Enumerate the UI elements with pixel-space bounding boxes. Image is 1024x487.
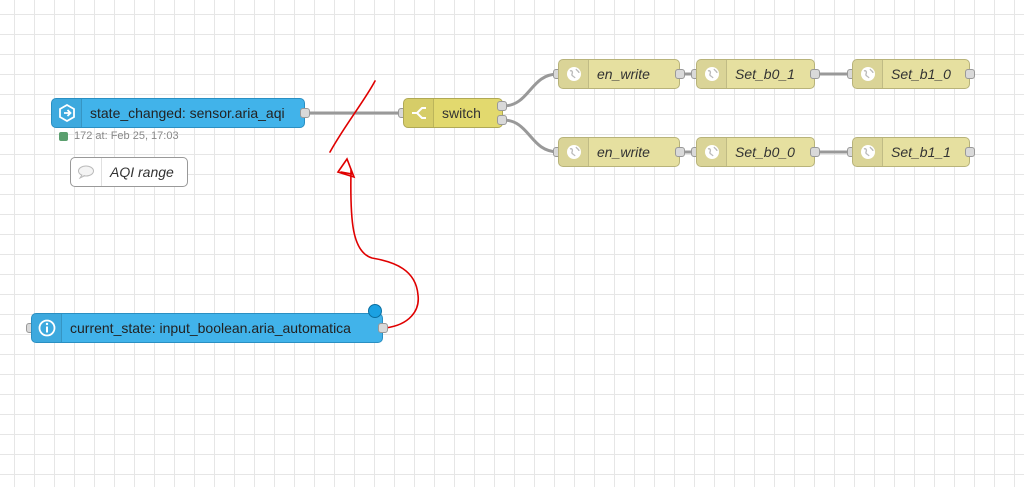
- output-port[interactable]: [965, 147, 975, 157]
- node-label: Set_b0_0: [735, 144, 795, 160]
- en-write-node-top[interactable]: en_write: [558, 59, 680, 89]
- globe-icon: [559, 138, 589, 166]
- node-label: state_changed: sensor.aria_aqi: [90, 105, 285, 121]
- output-port[interactable]: [965, 69, 975, 79]
- node-label: Set_b1_0: [891, 66, 951, 82]
- node-label: current_state: input_boolean.aria_automa…: [70, 320, 351, 336]
- annotation-arrow-head: [336, 157, 356, 179]
- speech-bubble-icon: [71, 158, 102, 186]
- output-port[interactable]: [675, 147, 685, 157]
- en-write-node-bottom[interactable]: en_write: [558, 137, 680, 167]
- node-label: switch: [442, 105, 481, 121]
- node-label: Set_b0_1: [735, 66, 795, 82]
- globe-icon: [559, 60, 589, 88]
- comment-label: AQI range: [110, 164, 174, 180]
- node-label: en_write: [597, 66, 650, 82]
- output-port[interactable]: [810, 69, 820, 79]
- changed-indicator-dot: [368, 304, 382, 318]
- switch-branch-icon: [404, 99, 434, 127]
- output-port[interactable]: [378, 323, 388, 333]
- globe-icon: [853, 60, 883, 88]
- set-b1-node-bottom[interactable]: Set_b1_1: [852, 137, 970, 167]
- status-dot: [59, 131, 68, 141]
- node-status: 172 at: Feb 25, 17:03: [59, 130, 179, 142]
- set-b1-node-top[interactable]: Set_b1_0: [852, 59, 970, 89]
- state-changed-node[interactable]: state_changed: sensor.aria_aqi: [51, 98, 305, 128]
- globe-icon: [853, 138, 883, 166]
- wire-switch-to-top: [502, 72, 559, 108]
- wire-switch-to-bottom: [502, 118, 559, 154]
- set-b0-node-top[interactable]: Set_b0_1: [696, 59, 815, 89]
- set-b0-node-bottom[interactable]: Set_b0_0: [696, 137, 815, 167]
- output-port[interactable]: [810, 147, 820, 157]
- output-port[interactable]: [300, 108, 310, 118]
- output-port-1[interactable]: [497, 101, 507, 111]
- output-port-2[interactable]: [497, 115, 507, 125]
- annotation-slash: [329, 80, 376, 153]
- info-circle-icon: [32, 314, 62, 342]
- switch-node[interactable]: switch: [403, 98, 503, 128]
- output-port[interactable]: [675, 69, 685, 79]
- arrow-right-circle-icon: [52, 99, 82, 127]
- annotation-arrow-line: [350, 169, 419, 329]
- current-state-node[interactable]: current_state: input_boolean.aria_automa…: [31, 313, 383, 343]
- globe-icon: [697, 60, 727, 88]
- status-text: 172 at: Feb 25, 17:03: [74, 130, 179, 142]
- globe-icon: [697, 138, 727, 166]
- node-label: en_write: [597, 144, 650, 160]
- node-label: Set_b1_1: [891, 144, 951, 160]
- comment-node[interactable]: AQI range: [70, 157, 188, 187]
